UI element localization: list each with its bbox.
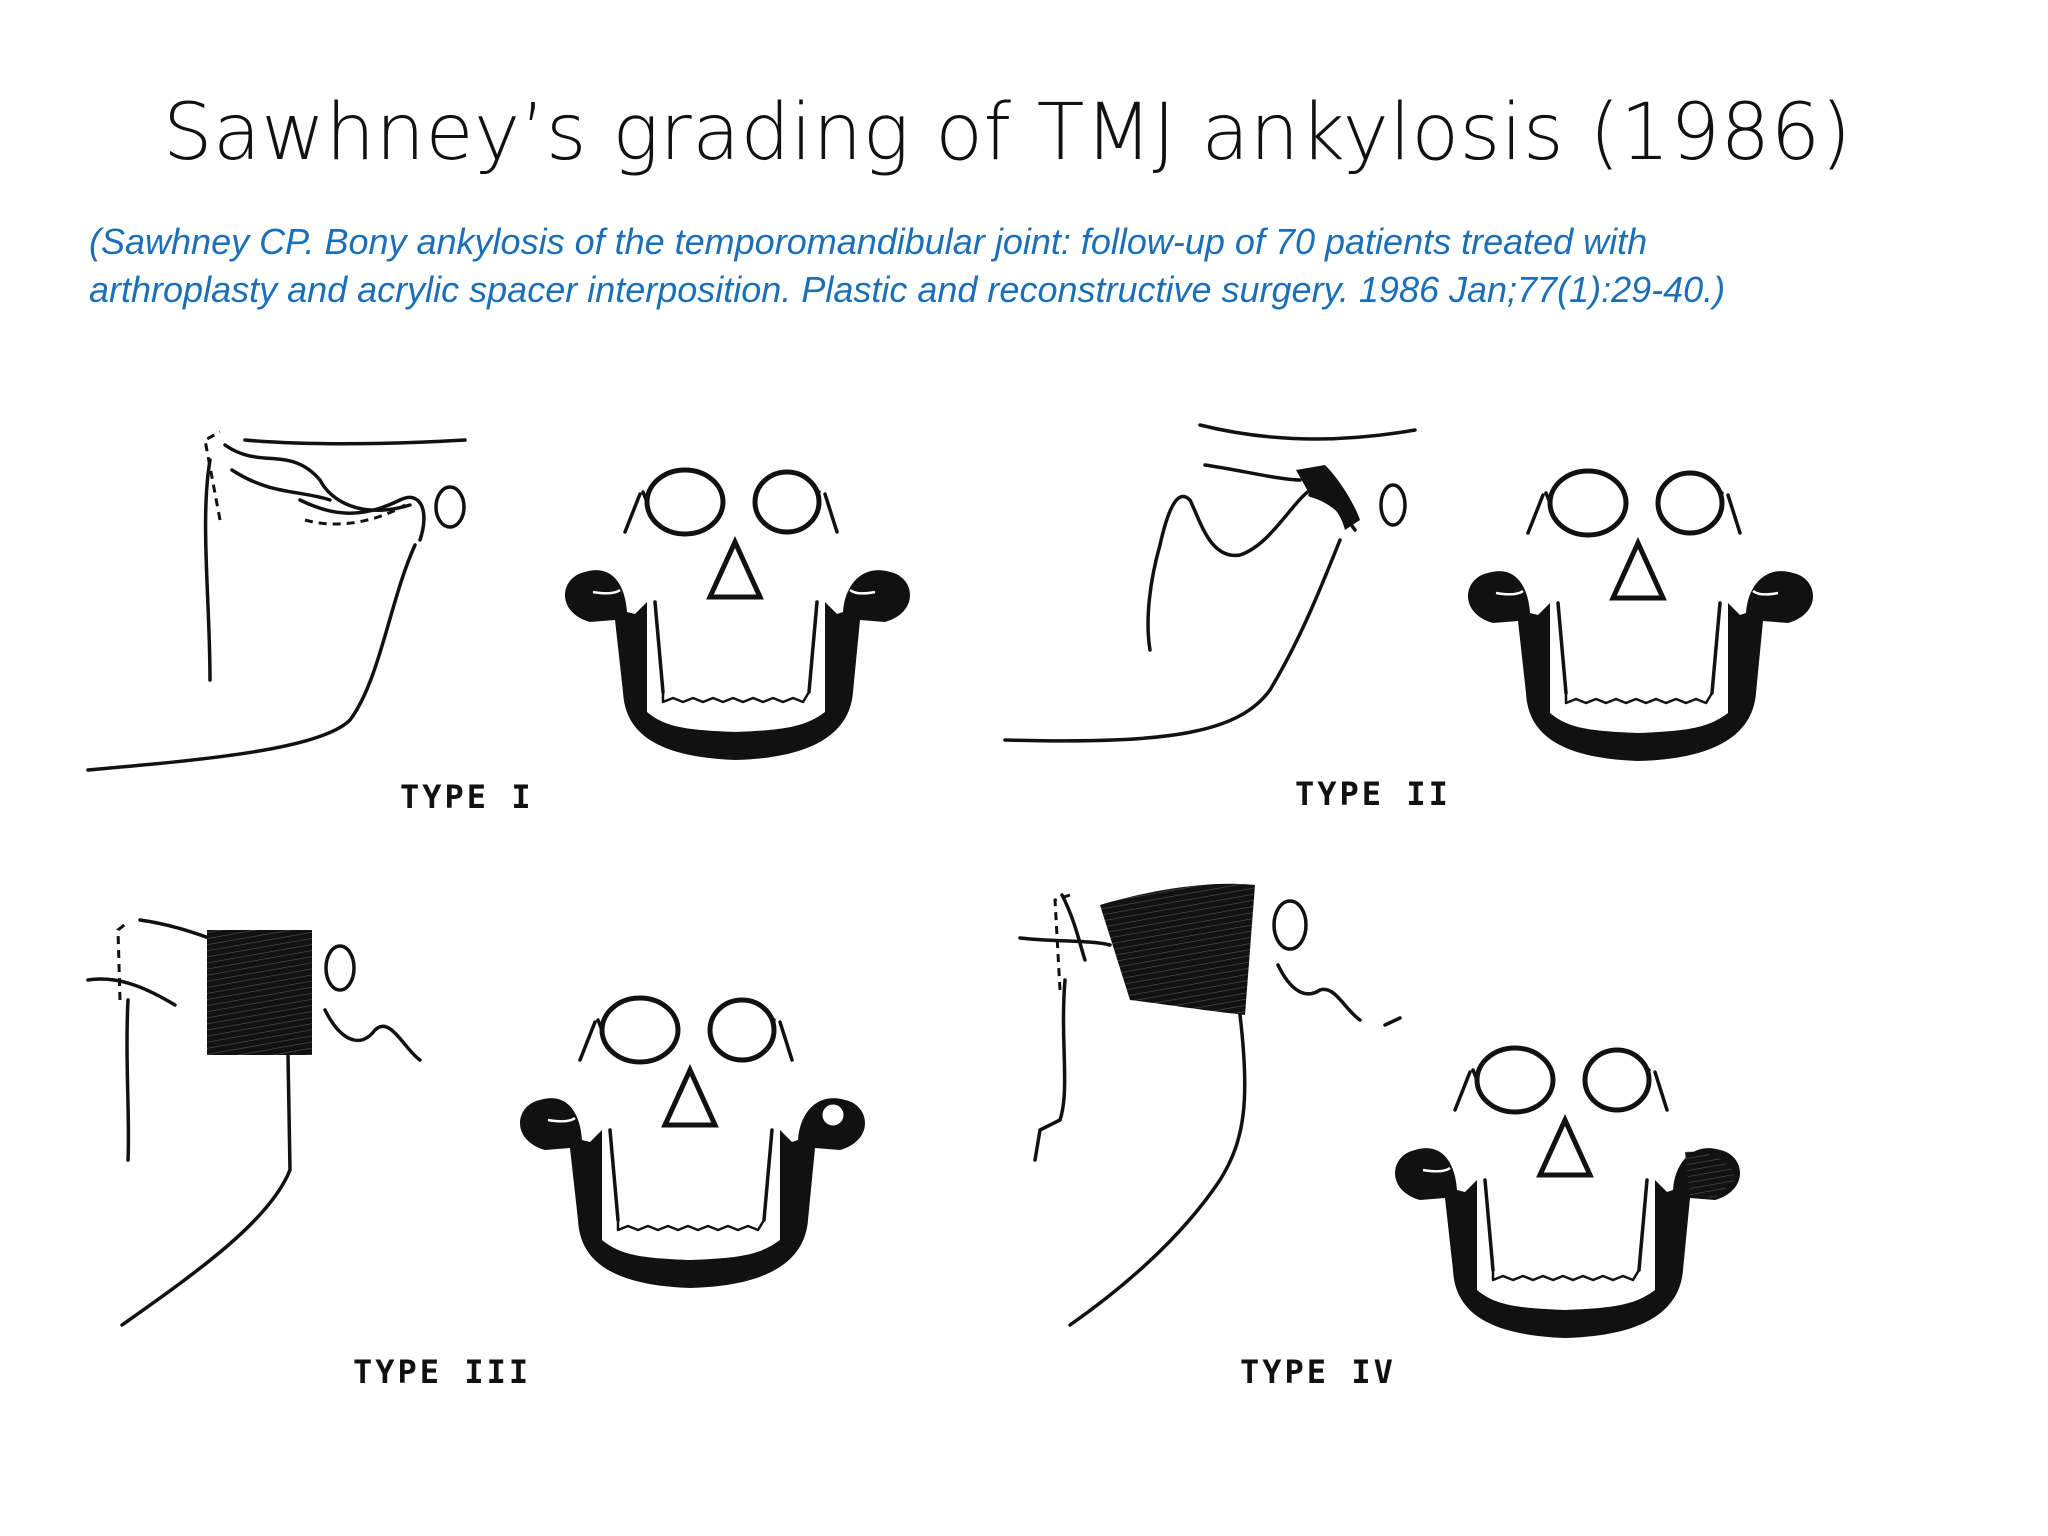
lateral-joint-drawing-type-4 [1018, 883, 1402, 1327]
citation-line-1: (Sawhney CP. Bony ankylosis of the tempo… [89, 221, 1648, 262]
skull-drawing-type-3 [520, 998, 865, 1288]
label-type-4: TYPE IV [1240, 1353, 1396, 1391]
panel-type-1 [86, 430, 910, 772]
slide-title: Sawhney’s grading of TMJ ankylosis (1986… [163, 88, 1852, 178]
panel-type-4 [1018, 883, 1740, 1338]
lateral-joint-drawing-type-1 [86, 430, 467, 772]
skull-drawing-type-4 [1395, 1048, 1740, 1338]
lateral-joint-drawing-type-3 [86, 918, 422, 1327]
label-type-3: TYPE III [353, 1353, 532, 1391]
citation: (Sawhney CP. Bony ankylosis of the tempo… [89, 218, 1989, 314]
panel-type-3 [86, 918, 865, 1327]
lateral-joint-drawing-type-2 [1003, 423, 1417, 743]
citation-line-2: arthroplasty and acrylic spacer interpos… [89, 269, 1726, 310]
skull-drawing-type-1 [565, 470, 910, 760]
label-type-1: TYPE I [400, 778, 534, 816]
label-type-2: TYPE II [1295, 775, 1451, 813]
skull-drawing-type-2 [1468, 471, 1813, 761]
panel-type-2 [1003, 423, 1813, 761]
